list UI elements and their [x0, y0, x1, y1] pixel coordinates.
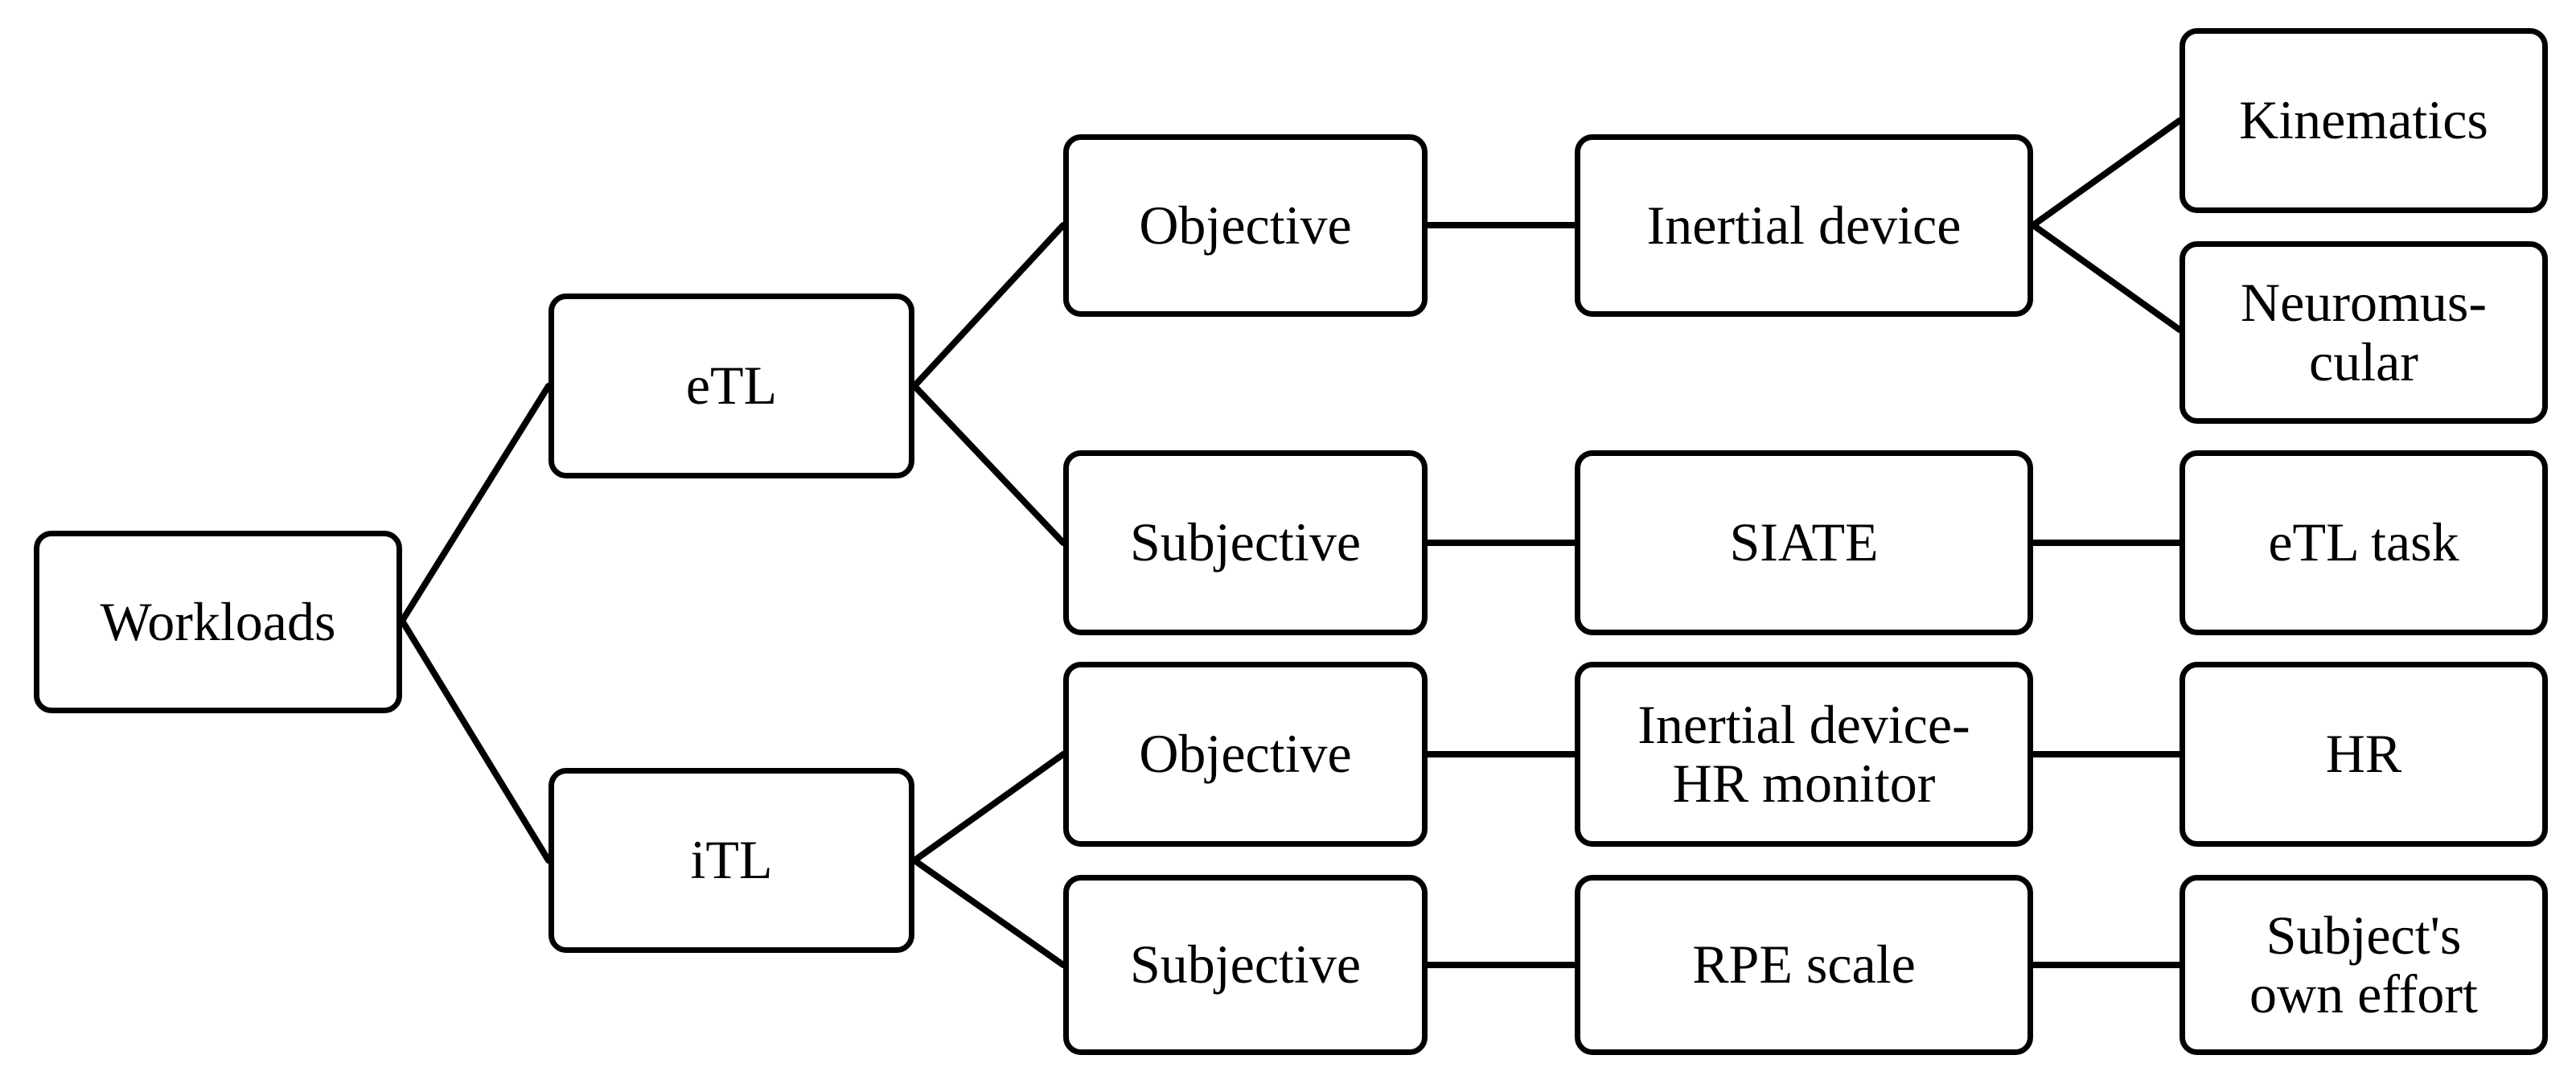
node-etl-objective: Objective [1063, 134, 1428, 317]
node-itl-subjective: Subjective [1063, 875, 1428, 1055]
connector-itl-subjective [911, 857, 1066, 968]
node-rpe-scale: RPE scale [1575, 875, 2033, 1055]
connector-inertial-neuromuscular [2030, 222, 2183, 333]
node-subjects-own-effort: Subject's own effort [2180, 875, 2548, 1055]
node-inertial-device-hr-monitor: Inertial device- HR monitor [1575, 662, 2033, 847]
node-itl-objective: Objective [1063, 662, 1428, 847]
node-etl-task: eTL task [2180, 450, 2548, 635]
node-neuromuscular: Neuromus- cular [2180, 241, 2548, 424]
node-siate: SIATE [1575, 450, 2033, 635]
connector-itl-objective [911, 751, 1066, 864]
connector-etl-subjective [911, 383, 1066, 546]
node-etl-subjective: Subjective [1063, 450, 1428, 635]
connector-workloads-etl [399, 383, 552, 624]
connector-inertial-kinematics [2030, 117, 2183, 228]
connector-etl-objective [911, 222, 1066, 389]
node-inertial-device: Inertial device [1575, 134, 2033, 317]
node-workloads: Workloads [34, 531, 402, 713]
node-kinematics: Kinematics [2180, 28, 2548, 213]
node-itl: iTL [548, 768, 914, 953]
connector-workloads-itl [399, 618, 552, 864]
node-hr: HR [2180, 662, 2548, 847]
node-etl: eTL [548, 294, 914, 478]
